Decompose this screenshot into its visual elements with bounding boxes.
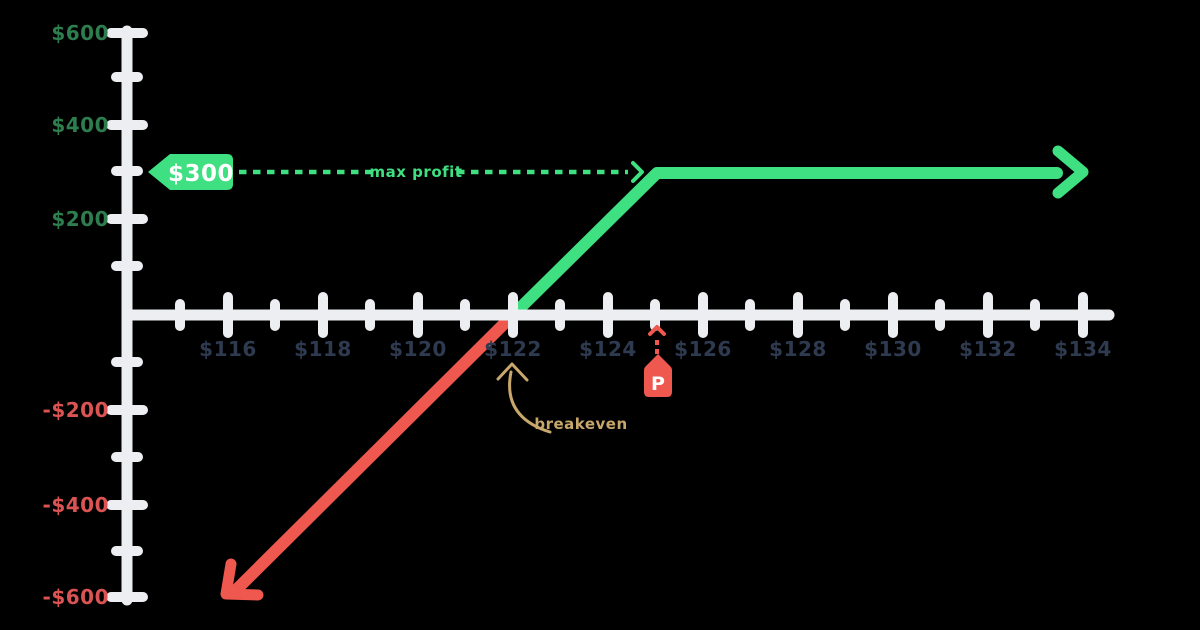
max-profit-arrowhead-icon bbox=[631, 161, 644, 183]
x-tick-label: $132 bbox=[959, 337, 1017, 361]
x-tick-label: $134 bbox=[1054, 337, 1112, 361]
x-tick-label: $118 bbox=[294, 337, 352, 361]
breakeven-arrowhead-icon bbox=[496, 362, 529, 382]
max-profit-badge-label: $300 bbox=[168, 161, 234, 187]
x-minor-ticks bbox=[175, 299, 1040, 331]
breakeven-arrow bbox=[496, 362, 552, 434]
max-profit-label: max profit bbox=[370, 163, 463, 181]
max-profit-badge: $300 bbox=[148, 154, 234, 190]
profit-line bbox=[507, 145, 1089, 321]
x-tick-label: $126 bbox=[674, 337, 732, 361]
price-tag-shape bbox=[644, 354, 672, 397]
x-axis-labels: $116 $118 $120 $122 $124 $126 $128 $130 … bbox=[199, 337, 1112, 361]
breakeven-label: breakeven bbox=[534, 415, 627, 433]
y-tick-label: $200 bbox=[51, 207, 109, 231]
x-tick-label: $124 bbox=[579, 337, 637, 361]
x-tick-label: $122 bbox=[484, 337, 542, 361]
y-major-ticks bbox=[106, 28, 148, 602]
x-tick-label: $128 bbox=[769, 337, 827, 361]
y-minor-ticks bbox=[111, 72, 143, 556]
y-tick-label: -$200 bbox=[43, 398, 109, 422]
y-tick-label: $600 bbox=[51, 21, 109, 45]
axes bbox=[106, 25, 1115, 606]
x-tick-label: $116 bbox=[199, 337, 257, 361]
x-tick-label: $120 bbox=[389, 337, 447, 361]
x-major-ticks bbox=[223, 292, 1088, 338]
loss-line bbox=[220, 309, 519, 601]
y-axis-labels: $600 $400 $200 -$200 -$400 -$600 bbox=[43, 21, 109, 609]
loss-arrow-icon bbox=[220, 558, 264, 601]
max-profit-badge-shape bbox=[148, 154, 233, 190]
y-tick-label: -$600 bbox=[43, 585, 109, 609]
max-profit-dashed-arrow bbox=[239, 161, 644, 183]
profit-arrow-icon bbox=[1052, 145, 1089, 199]
x-tick-label: $130 bbox=[864, 337, 922, 361]
price-tag-arrowhead-icon bbox=[648, 325, 666, 336]
price-tag-label: P bbox=[651, 373, 665, 395]
y-tick-label: $400 bbox=[51, 113, 109, 137]
price-tag[interactable]: P bbox=[644, 325, 672, 397]
y-tick-label: -$400 bbox=[43, 493, 109, 517]
